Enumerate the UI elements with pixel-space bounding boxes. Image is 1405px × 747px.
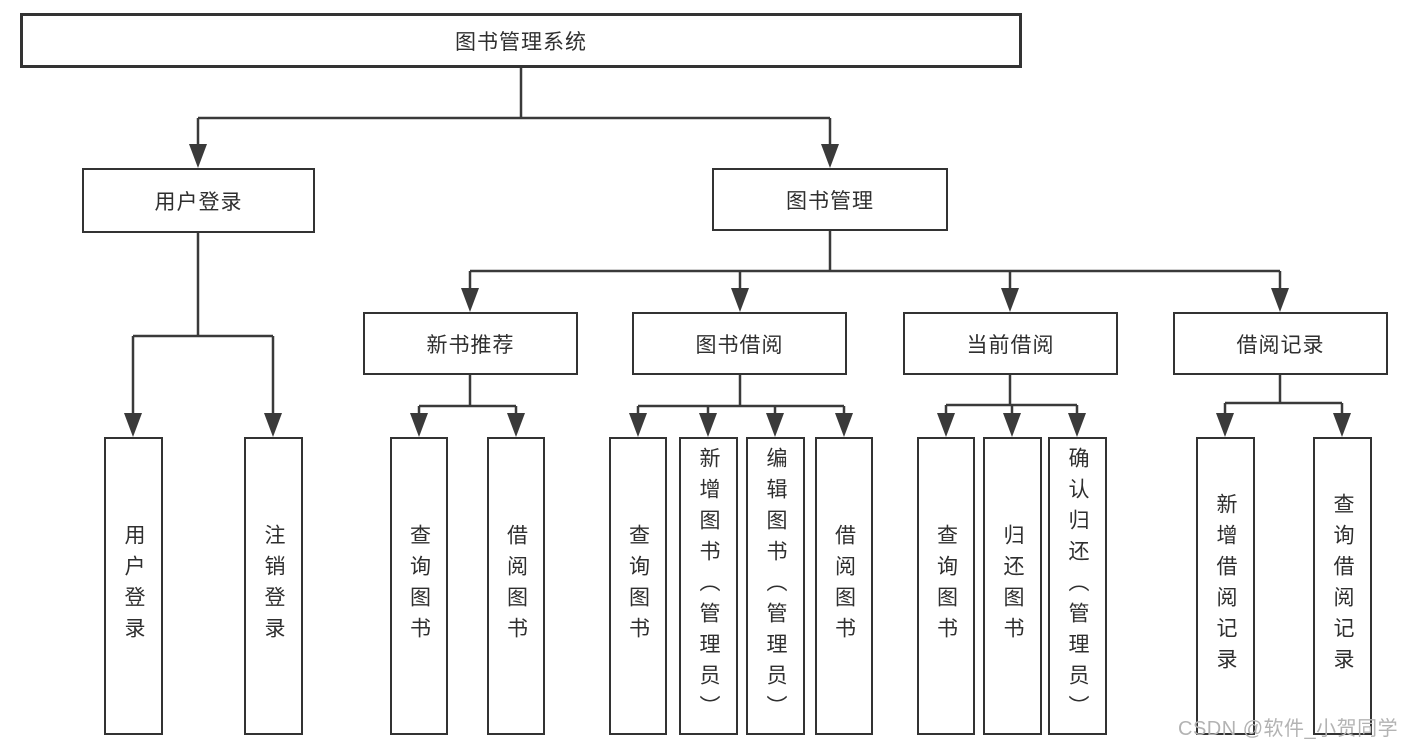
arrow-icon <box>461 288 479 312</box>
csdn-watermark: CSDN @软件_小贺同学 <box>1178 718 1399 740</box>
node-book-management: 图书管理 <box>712 168 948 231</box>
leaf-confirm-return-admin: 确认归还（管理员） <box>1048 437 1107 735</box>
arrow-icon <box>1216 413 1234 437</box>
arrow-icon <box>1001 288 1019 312</box>
arrow-icon <box>410 413 428 437</box>
arrow-icon <box>1068 413 1086 437</box>
node-borrow-records: 借阅记录 <box>1173 312 1388 375</box>
arrow-icon <box>124 413 142 437</box>
arrow-icon <box>629 413 647 437</box>
arrow-icon <box>189 144 207 168</box>
arrow-icon <box>821 144 839 168</box>
leaf-user-login: 用户登录 <box>104 437 163 735</box>
arrow-icon <box>766 413 784 437</box>
leaf-edit-book-admin: 编辑图书（管理员） <box>746 437 805 735</box>
leaf-query-borrow-record: 查询借阅记录 <box>1313 437 1372 735</box>
leaf-query-books-current: 查询图书 <box>917 437 975 735</box>
arrow-icon <box>1271 288 1289 312</box>
leaf-query-books-recommend: 查询图书 <box>390 437 448 735</box>
node-library-management-system: 图书管理系统 <box>20 13 1022 68</box>
arrow-icon <box>1333 413 1351 437</box>
arrow-icon <box>731 288 749 312</box>
arrowheads <box>124 144 1351 437</box>
connector-paths <box>131 68 1344 419</box>
arrow-icon <box>699 413 717 437</box>
node-new-book-recommend: 新书推荐 <box>363 312 578 375</box>
leaf-borrow-books-borrow: 借阅图书 <box>815 437 873 735</box>
arrow-icon <box>507 413 525 437</box>
leaf-add-book-admin: 新增图书（管理员） <box>679 437 738 735</box>
leaf-add-borrow-record: 新增借阅记录 <box>1196 437 1255 735</box>
node-book-borrow: 图书借阅 <box>632 312 847 375</box>
arrow-icon <box>1003 413 1021 437</box>
leaf-return-book: 归还图书 <box>983 437 1042 735</box>
leaf-borrow-books-recommend: 借阅图书 <box>487 437 545 735</box>
node-current-borrow: 当前借阅 <box>903 312 1118 375</box>
arrow-icon <box>264 413 282 437</box>
arrow-icon <box>835 413 853 437</box>
node-user-login: 用户登录 <box>82 168 315 233</box>
arrow-icon <box>937 413 955 437</box>
leaf-query-books-borrow: 查询图书 <box>609 437 667 735</box>
leaf-logout: 注销登录 <box>244 437 303 735</box>
